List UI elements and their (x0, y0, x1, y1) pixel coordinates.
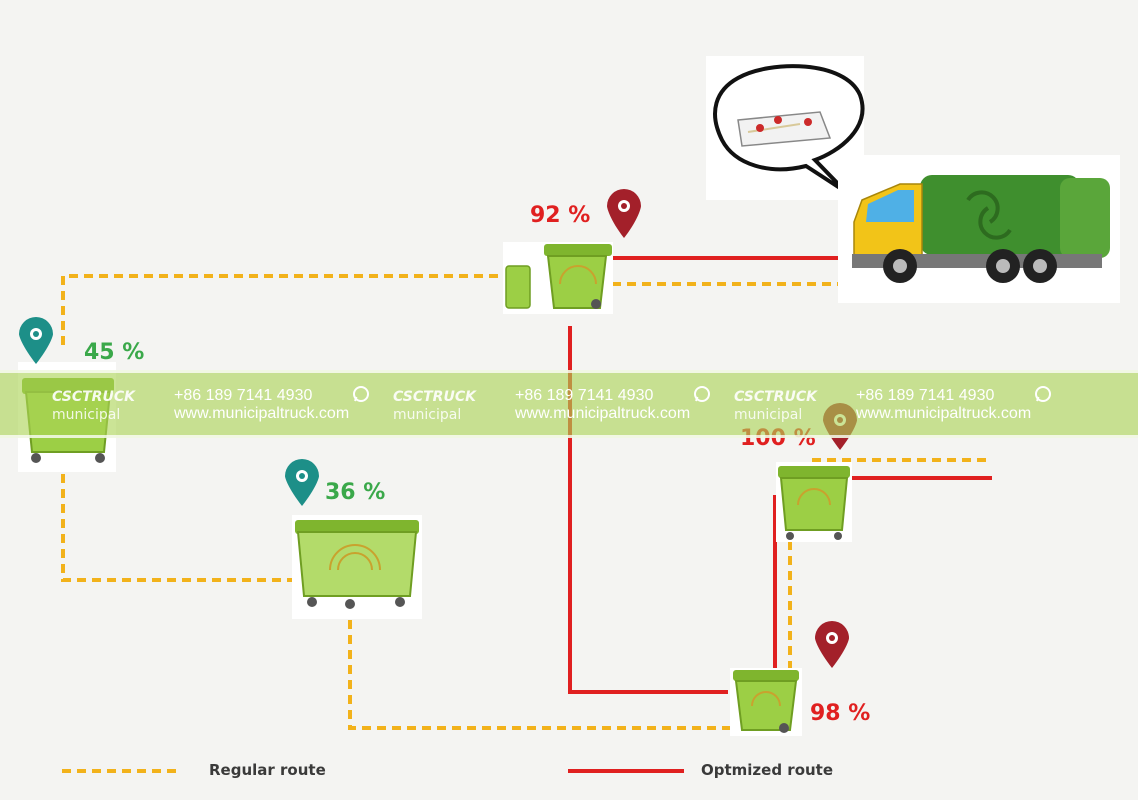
watermark-sub: municipal (52, 407, 121, 423)
optimized-route-down (568, 326, 728, 694)
watermark-brand: CSCTRUCK (52, 389, 135, 405)
regular-route-left-top (61, 274, 503, 345)
watermark-block: CSCTRUCK municipal +86 189 7141 4930 www… (52, 386, 392, 427)
fill-level-bin-left: 45 % (84, 340, 145, 365)
watermark-sub: municipal (734, 407, 803, 423)
red-pin-icon (607, 189, 641, 238)
red-pin-icon (815, 621, 849, 668)
bin-bottom (730, 668, 802, 736)
watermark-brand: CSCTRUCK (393, 389, 476, 405)
teal-pin-icon (285, 459, 319, 506)
bin-right (776, 462, 852, 542)
watermark-phone: +86 189 7141 4930 (515, 387, 654, 404)
map-bubble-icon (706, 56, 865, 200)
watermark-block: CSCTRUCK municipal +86 189 7141 4930 www… (734, 386, 1074, 427)
whatsapp-icon (694, 386, 710, 402)
watermark-sub: municipal (393, 407, 462, 423)
whatsapp-icon (1035, 386, 1051, 402)
legend-regular-label: Regular route (209, 761, 326, 779)
legend-optimized-label: Optmized route (701, 761, 834, 779)
watermark-banner: CSCTRUCK municipal +86 189 7141 4930 www… (0, 370, 1138, 438)
regular-route-bottom (348, 620, 732, 730)
watermark-site: www.municipaltruck.com (515, 405, 691, 422)
watermark-site: www.municipaltruck.com (856, 405, 1032, 422)
fill-level-bin-middle-low: 36 % (325, 480, 386, 505)
watermark-site: www.municipaltruck.com (174, 405, 350, 422)
watermark-phone: +86 189 7141 4930 (856, 387, 995, 404)
fill-level-bin-top: 92 % (530, 203, 591, 228)
bin-top (503, 242, 613, 314)
bin-middle-low (292, 515, 422, 619)
fill-level-bin-bottom: 98 % (810, 701, 871, 726)
watermark-block: CSCTRUCK municipal +86 189 7141 4930 www… (393, 386, 733, 427)
teal-pin-icon (19, 317, 53, 364)
regular-route-left-down (61, 474, 293, 582)
watermark-brand: CSCTRUCK (734, 389, 817, 405)
watermark-phone: +86 189 7141 4930 (174, 387, 313, 404)
whatsapp-icon (353, 386, 369, 402)
garbage-truck-icon (838, 155, 1120, 303)
